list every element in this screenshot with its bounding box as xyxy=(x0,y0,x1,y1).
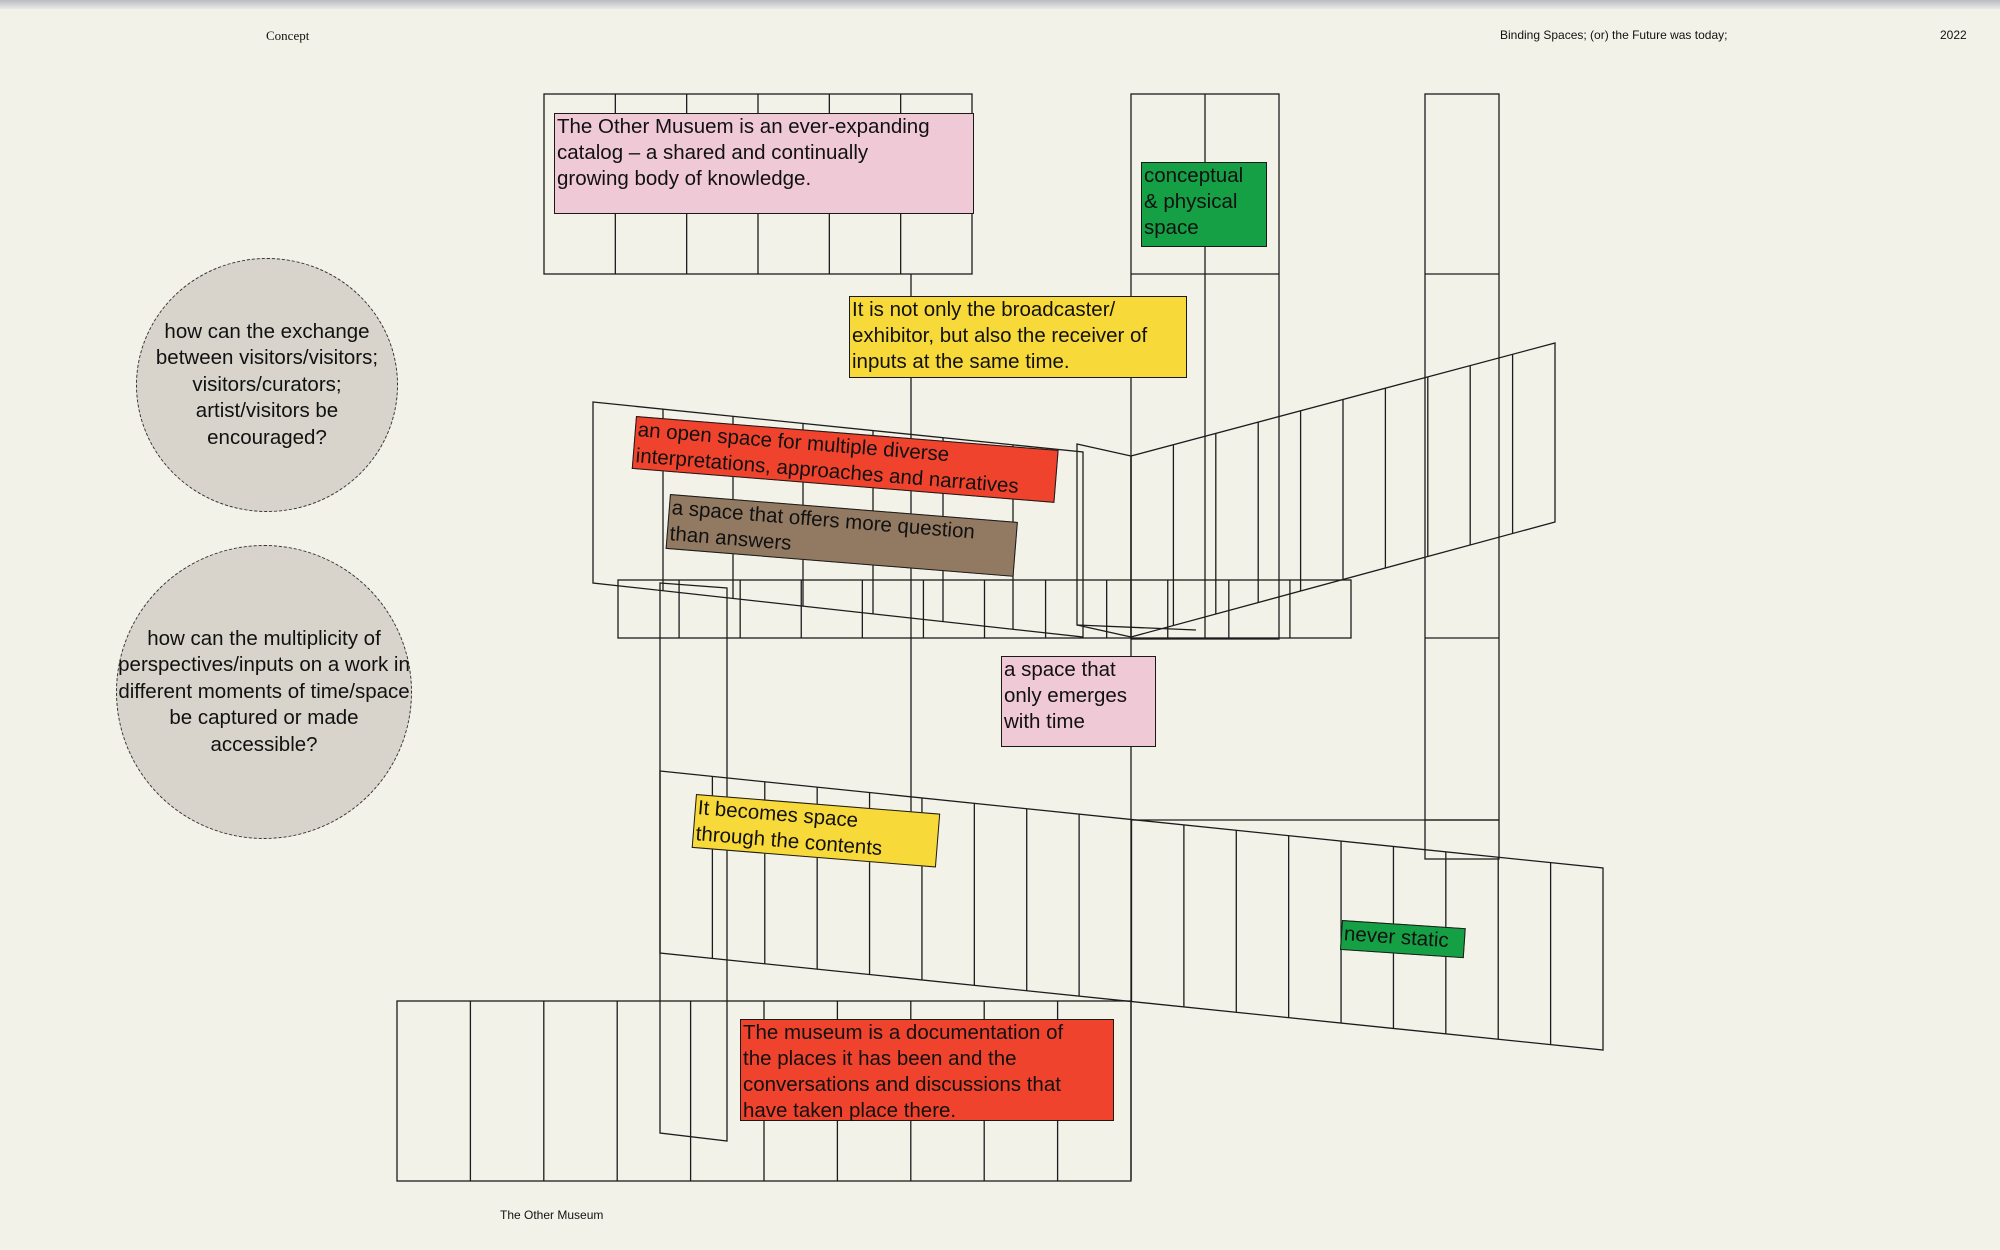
top-bar xyxy=(0,0,2000,9)
section-label: Concept xyxy=(266,28,310,43)
note-broadcaster-receiver: It is not only the broadcaster/ exhibito… xyxy=(849,296,1187,378)
question-circle-multiplicity: how can the multiplicity of perspectives… xyxy=(116,545,412,839)
note-never-static: never static xyxy=(1340,920,1466,959)
vertical-strip xyxy=(659,582,728,1142)
left-tilted-slab xyxy=(592,401,1084,638)
note-conceptual-physical-space: conceptual & physical space xyxy=(1141,162,1267,247)
note-open-space-interpretations: an open space for multiple diverse inter… xyxy=(631,416,1059,503)
grid-divider xyxy=(1076,624,1197,631)
question-text: how can the multiplicity of perspectives… xyxy=(118,626,410,756)
question-text: how can the exchange between visitors/vi… xyxy=(155,319,379,449)
note-museum-documentation: The museum is a documentation of the pla… xyxy=(740,1019,1114,1122)
right-column xyxy=(1424,93,1500,860)
footer-label: The Other Museum xyxy=(500,1208,604,1222)
folded-panel xyxy=(1076,443,1132,638)
note-more-questions: a space that offers more question than a… xyxy=(665,494,1018,577)
note-emerges-with-time: a space that only emerges with time xyxy=(1001,656,1156,747)
note-ever-expanding-catalog: The Other Musuem is an ever-expanding ca… xyxy=(554,113,974,214)
question-circle-exchange: how can the exchange between visitors/vi… xyxy=(136,258,398,512)
project-title: Binding Spaces; (or) the Future was toda… xyxy=(1500,28,1728,42)
year-label: 2022 xyxy=(1940,28,1967,42)
note-becomes-space: It becomes space through the contents xyxy=(691,794,941,868)
